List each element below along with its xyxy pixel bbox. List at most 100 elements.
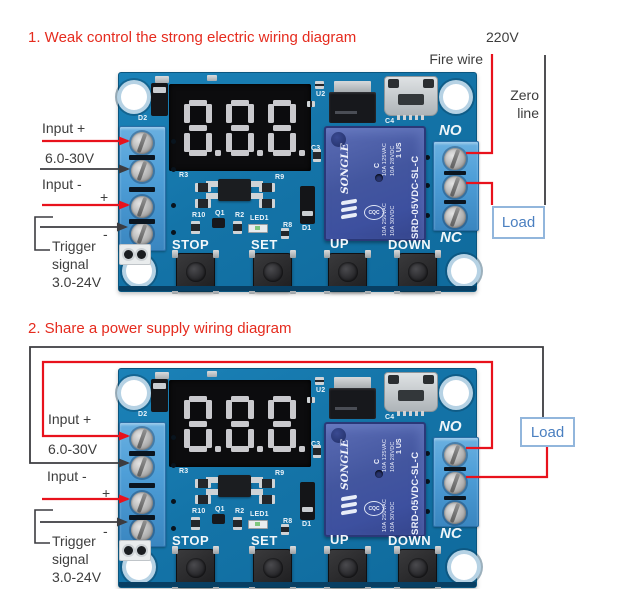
regulator-body: [329, 92, 376, 123]
trigger-signal-label-2: Trigger: [52, 533, 96, 549]
silkscreen-c4: C4: [385, 118, 395, 125]
display-digit: [268, 395, 305, 452]
via-dot: [171, 435, 176, 440]
regulator-body: [329, 388, 376, 419]
down-button-label: DOWN: [388, 533, 432, 548]
smd-component: [307, 397, 315, 403]
silkscreen-led1: LED1: [250, 215, 269, 222]
smd-component: [313, 149, 321, 162]
terminal-screw-trigger-minus: [131, 519, 153, 541]
terminal-slot: [444, 171, 466, 175]
via-dot: [425, 183, 430, 188]
terminal-slot: [444, 467, 466, 471]
led1-body: [248, 520, 268, 529]
terminal-screw-trigger-plus: [131, 492, 153, 514]
usb-pins: [397, 115, 427, 120]
down-button-label: DOWN: [388, 237, 432, 252]
terminal-screw-input-minus: [131, 456, 153, 478]
relay-center-mark: [375, 174, 383, 182]
trigger-signal-label-2: 3.0-24V: [52, 569, 102, 585]
silkscreen-c4: C4: [385, 414, 395, 421]
smd-component: [259, 183, 275, 192]
smd-component: [281, 524, 289, 535]
relay-logo-stripe: [341, 205, 357, 213]
smd-component: [315, 377, 324, 385]
usb-pins: [397, 411, 427, 416]
mounting-hole: [451, 258, 477, 284]
relay-c-mark: C: [374, 458, 381, 464]
stop-button-label: STOP: [172, 533, 210, 548]
silkscreen-led1: LED1: [250, 511, 269, 518]
via-dot: [425, 509, 430, 514]
silkscreen-r10: R10: [192, 212, 206, 219]
silkscreen-r9: R9: [275, 174, 285, 181]
transistor-q1: [212, 514, 225, 524]
usb-notch: [388, 79, 399, 88]
mains-voltage-label: 220V: [486, 29, 519, 45]
smd-component: [195, 199, 211, 208]
set-button: [249, 546, 296, 589]
load-box-2: Load: [520, 417, 575, 447]
terminal-slot: [129, 155, 155, 160]
relay-cqc-mark: CQC: [364, 501, 384, 516]
no-terminal-label: NO: [439, 122, 462, 139]
relay-module-board: D2 8.8.8. NO: [118, 72, 479, 294]
silkscreen-d2: D2: [138, 115, 148, 122]
relay-logo-stripe: [341, 212, 357, 220]
silkscreen-r8: R8: [283, 222, 293, 229]
silkscreen-r2: R2: [235, 508, 245, 515]
usb-slot: [398, 390, 424, 401]
solder-pad: [207, 75, 217, 81]
relay-rating: 10A 30VDC: [390, 205, 396, 236]
trigger-plus-label-1: +: [100, 189, 109, 205]
relay-terminal-block: [433, 141, 479, 231]
terminal-screw-input-minus: [131, 160, 153, 182]
trigger-signal-label-2: signal: [52, 551, 89, 567]
smd-component: [191, 517, 200, 530]
via-dot: [171, 499, 176, 504]
diagram1-title: 1. Weak control the strong electric wiri…: [28, 29, 357, 46]
load-label-2: Load: [530, 423, 565, 441]
stop-button-label: STOP: [172, 237, 210, 252]
ic-chip: [206, 179, 263, 201]
display-digit: [268, 99, 305, 156]
terminal-slot: [129, 451, 155, 456]
diagram2-title: 2. Share a power supply wiring diagram: [28, 320, 292, 337]
smd-component: [259, 495, 275, 504]
input-plus-label-1: Input +: [42, 120, 86, 136]
smd-component: [233, 517, 242, 530]
via-dot: [171, 203, 176, 208]
transistor-q1: [212, 218, 225, 228]
silkscreen-r2: R2: [235, 212, 245, 219]
silkscreen-r3: R3: [179, 172, 189, 179]
mounting-hole: [121, 380, 147, 406]
terminal-slot: [444, 200, 466, 204]
no-terminal-label: NO: [439, 418, 462, 435]
zero-line-label-line2: line: [517, 105, 539, 121]
set-button-label: SET: [251, 533, 278, 548]
seven-segment-display: 8.8.8.: [169, 84, 311, 171]
input-terminal-block: [119, 422, 166, 547]
silkscreen-d2: D2: [138, 411, 148, 418]
smd-component: [315, 81, 324, 89]
smd-component: [281, 228, 289, 239]
aux-connector: [119, 244, 151, 265]
input-plus-label-2: Input +: [48, 411, 92, 427]
mounting-hole: [443, 380, 469, 406]
trigger-signal-label-1: Trigger: [52, 238, 96, 254]
display-digit: [184, 99, 221, 156]
load-label-1: Load: [501, 214, 536, 231]
trigger-bracket-1: [34, 216, 53, 251]
relay-cqc-mark: CQC: [364, 205, 384, 220]
relay-logo-stripe: [341, 501, 357, 509]
load-box-1: Load: [492, 206, 545, 239]
terminal-screw-input-plus: [131, 428, 153, 450]
relay-logo-stripe: [341, 494, 357, 502]
silkscreen-r10: R10: [192, 508, 206, 515]
zero-line-label-line1: Zero: [510, 87, 539, 103]
nc-terminal-label: NC: [440, 229, 462, 246]
terminal-slot: [129, 187, 155, 192]
solder-pad: [207, 371, 217, 377]
terminal-screw-no: [444, 148, 466, 170]
